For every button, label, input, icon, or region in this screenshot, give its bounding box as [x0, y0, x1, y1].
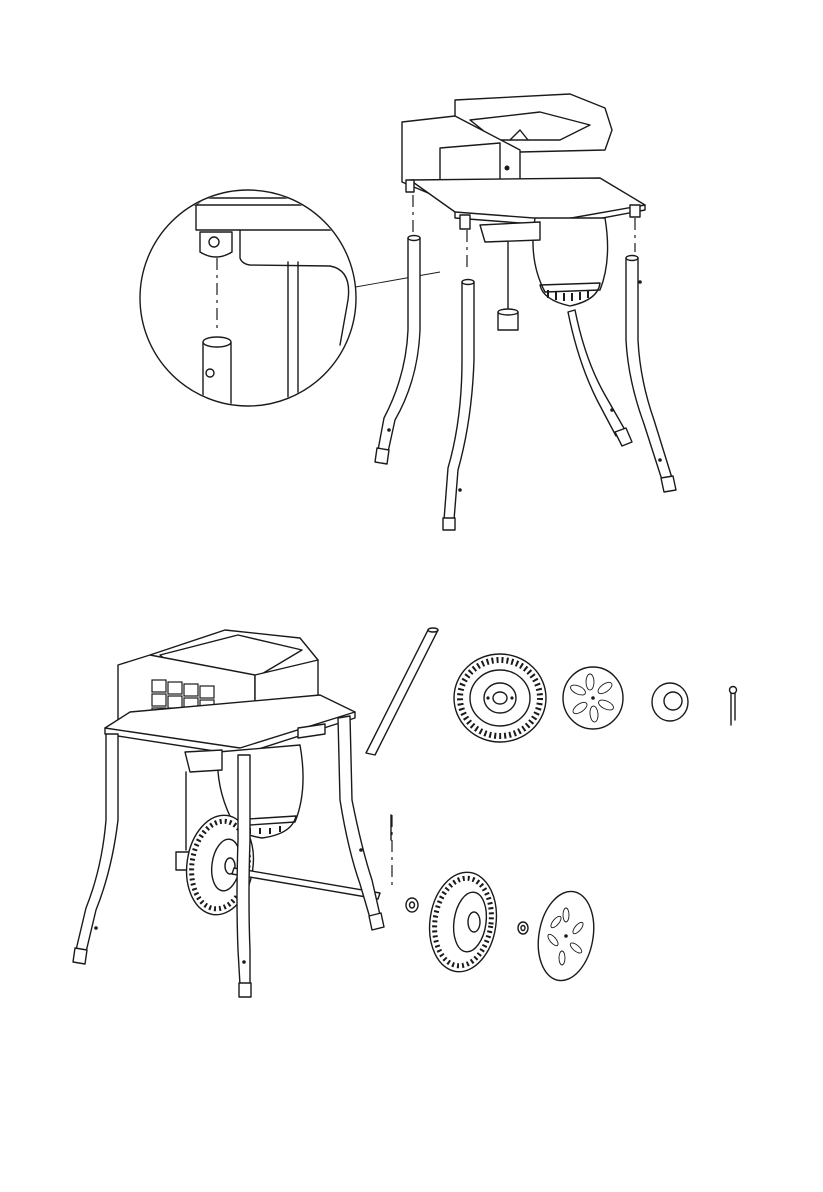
- leg: [73, 734, 118, 964]
- hubcap: [532, 887, 601, 985]
- hubcap: [563, 667, 623, 729]
- frame-with-chute: [105, 630, 355, 755]
- wheel: [423, 868, 502, 976]
- wheel: [454, 654, 546, 742]
- washer: [406, 898, 418, 912]
- cotter-pin: [730, 687, 737, 726]
- washer: [652, 683, 688, 721]
- washer: [518, 922, 528, 934]
- leg: [237, 755, 251, 997]
- axle-rod: [366, 628, 438, 755]
